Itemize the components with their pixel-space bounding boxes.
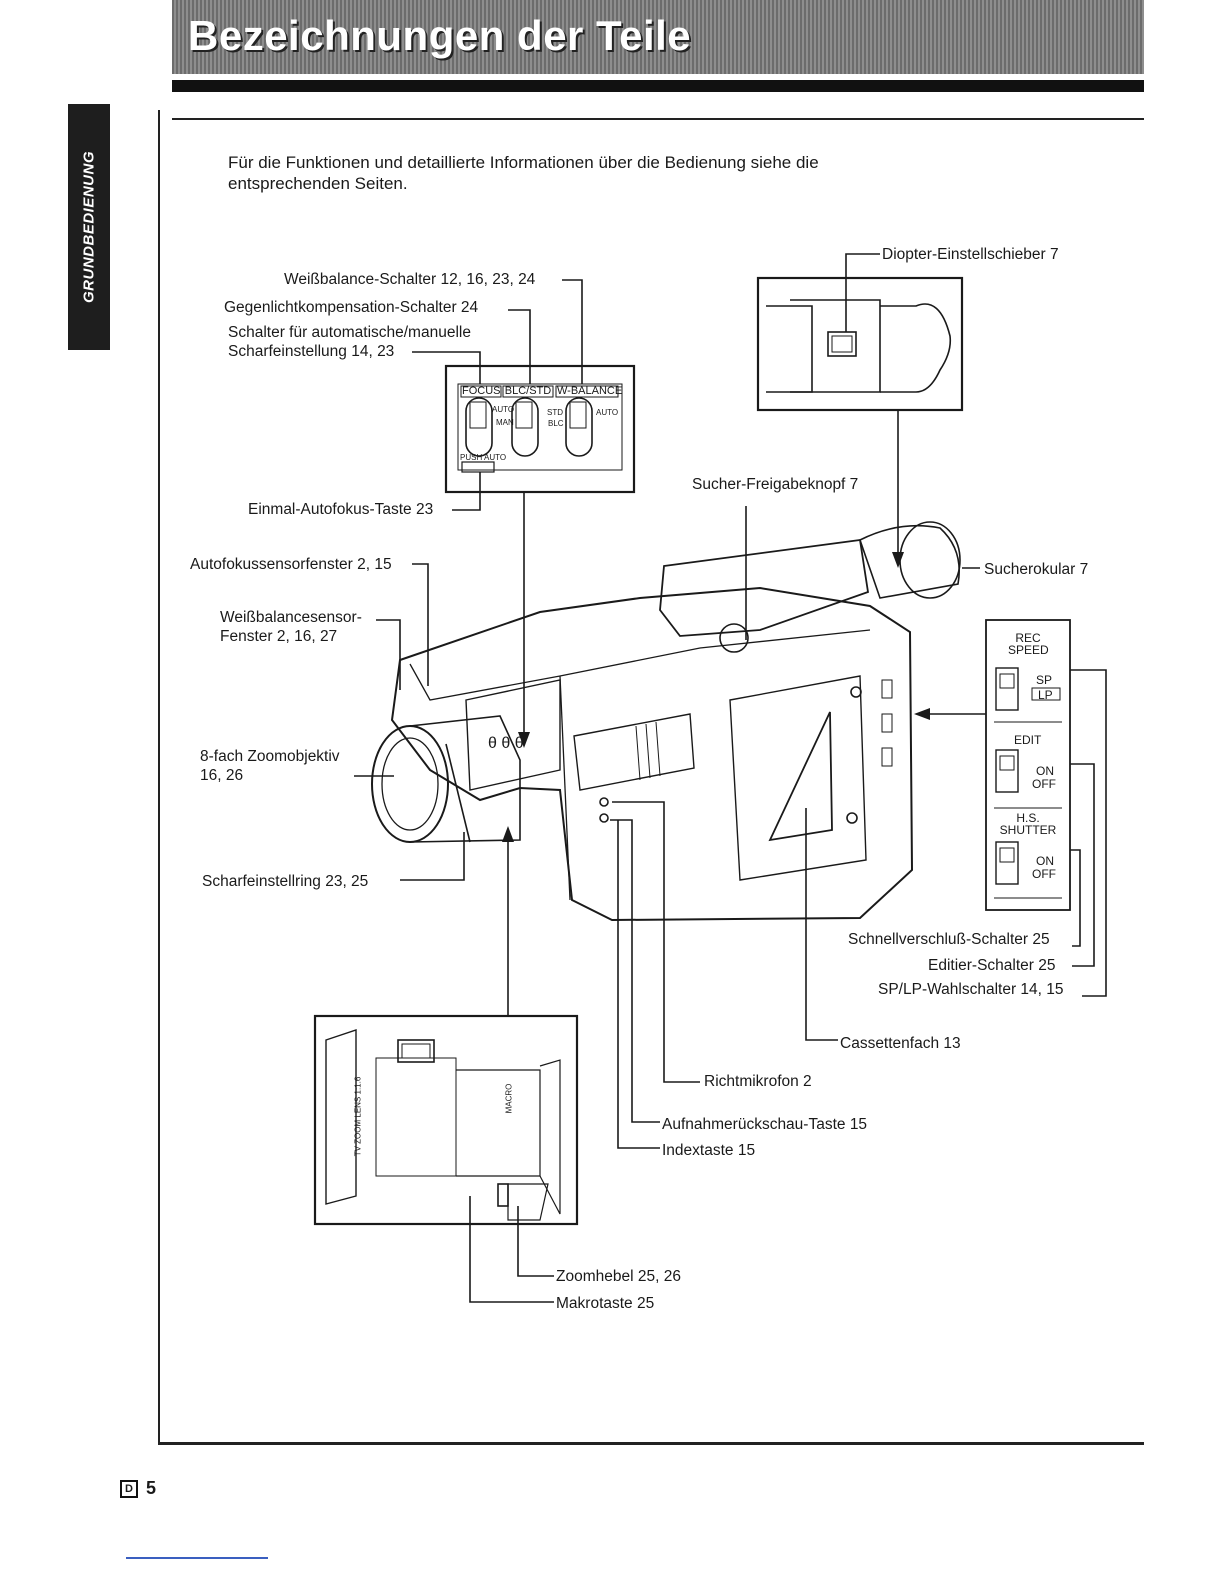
switch-man-label: MAN (496, 418, 514, 427)
switch-blc-label: BLC (548, 419, 564, 428)
hs-shutter-label: H.S. SHUTTER (999, 811, 1057, 837)
label-weissbalance-schalter: Weißbalance-Schalter 12, 16, 23, 24 (284, 271, 536, 288)
shutter-off-label: OFF (1032, 867, 1056, 881)
sp-label: SP (1036, 673, 1053, 687)
language-marker: D (120, 1479, 138, 1498)
push-auto-label: PUSH AUTO (460, 453, 507, 462)
shutter-on-label: ON (1036, 854, 1054, 868)
switch-focus-label: FOCUS (462, 385, 501, 397)
header-rule (172, 80, 1144, 92)
switch-auto2-label: AUTO (596, 408, 619, 417)
switch-panel-inset (444, 364, 636, 494)
switch-std-label: STD (547, 408, 563, 417)
switch-blc-std-label: BLC/STD (504, 385, 552, 397)
section-tab (68, 104, 110, 350)
frame-top-rule (172, 118, 1144, 120)
page-title: Bezeichnungen der Teile (188, 12, 692, 59)
edit-off-label: OFF (1032, 777, 1056, 791)
footer-rule (126, 1557, 268, 1559)
label-sucherokular: Sucherokular 7 (984, 561, 1089, 578)
header-banner (172, 0, 1144, 74)
label-einmal-autofokus: Einmal-Autofokus-Taste 23 (248, 501, 434, 518)
rec-speed-label: REC SPEED (1008, 631, 1049, 657)
label-indextaste: Indextaste 15 (662, 1142, 756, 1159)
switch-auto-label: AUTO (492, 405, 515, 414)
frame-left-rule (158, 110, 160, 1444)
edit-label: EDIT (1014, 733, 1042, 747)
viewfinder-inset (756, 276, 964, 412)
side-control-panel (985, 619, 1071, 911)
intro-text: Für die Funktionen und detaillierte Info… (228, 153, 819, 193)
page-number-value: 5 (145, 1478, 156, 1498)
label-scharfeinstellring: Scharfeinstellring 23, 25 (202, 873, 369, 890)
svg-text:θ θ θ: θ θ θ (488, 735, 524, 752)
label-cassettenfach: Cassettenfach 13 (840, 1035, 961, 1052)
lp-label: LP (1038, 688, 1053, 702)
label-sucher-freigabe: Sucher-Freigabeknopf 7 (692, 476, 859, 493)
label-schnellverschluss: Schnellverschluß-Schalter 25 (848, 931, 1050, 948)
label-schalter-auto-manuell: Schalter für automatische/manuelle Schar… (228, 324, 471, 360)
label-gegenlicht: Gegenlichtkompensation-Schalter 24 (224, 299, 479, 316)
label-aufnahmerueckschau: Aufnahmerückschau-Taste 15 (662, 1116, 868, 1133)
label-makrotaste: Makrotaste 25 (556, 1295, 655, 1312)
lens-panel-inset (313, 1014, 579, 1226)
tv-zoom-lens-label: TV ZOOM LENS 1:1.6 (353, 1076, 363, 1157)
label-zoomobjektiv: 8-fach Zoomobjektiv 16, 26 (200, 748, 340, 784)
frame-bottom-rule (158, 1442, 1144, 1445)
page-number: D 5 (120, 1478, 156, 1499)
label-editier: Editier-Schalter 25 (928, 957, 1056, 974)
label-sp-lp: SP/LP-Wahlschalter 14, 15 (878, 981, 1064, 998)
edit-on-label: ON (1036, 764, 1054, 778)
label-autofokussensor: Autofokussensorfenster 2, 15 (190, 556, 392, 573)
label-richtmikrofon: Richtmikrofon 2 (704, 1073, 812, 1090)
label-weissbalancesensor: Weißbalancesensor-Fenster 2, 16, 27 (220, 609, 362, 645)
switch-w-balance-label: W-BALANCE (557, 385, 623, 397)
label-diopter: Diopter-Einstellschieber 7 (882, 246, 1059, 263)
label-zoomhebel: Zoomhebel 25, 26 (556, 1268, 681, 1285)
macro-label: MACRO (504, 1083, 514, 1114)
